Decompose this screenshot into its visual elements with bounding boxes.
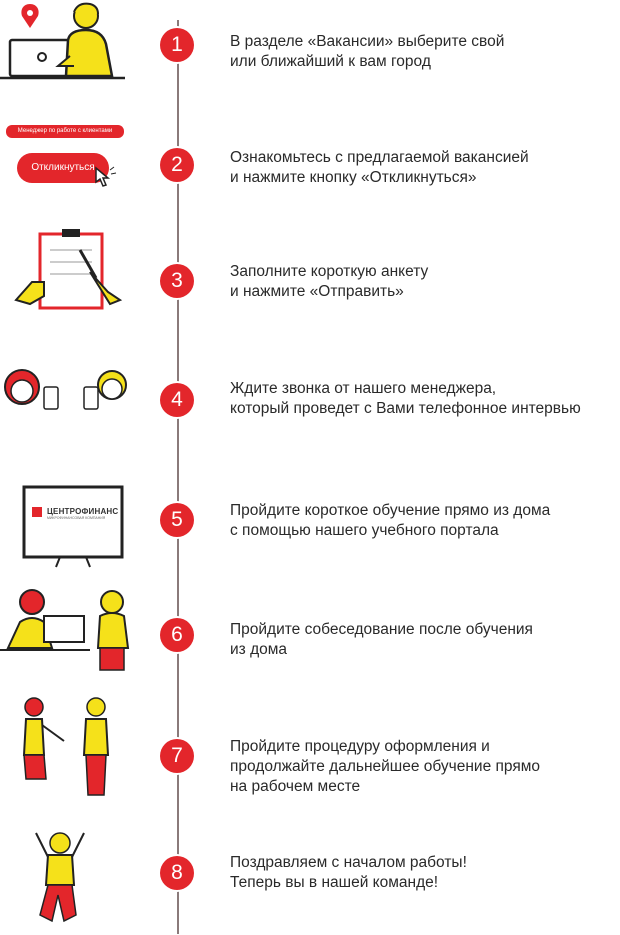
cursor-hand-icon — [95, 166, 117, 187]
step-description: Пройдите собеседование после обучения из… — [230, 621, 533, 658]
step-description: Ознакомьтесь с предлагаемой вакансией и … — [230, 149, 529, 186]
step-8: 8 Поздравляем с началом работы! Теперь в… — [0, 825, 620, 935]
company-logo: ЦЕНТРОФИНАНС МИКРОФИНАНСОВАЯ КОМПАНИЯ — [47, 507, 119, 520]
fill-form-illustration — [0, 220, 150, 330]
step-3: 3 Заполните короткую анкету и нажмите «О… — [0, 220, 620, 330]
city-selection-illustration — [0, 0, 150, 110]
step-2: 2 Ознакомьтесь с предлагаемой вакансией … — [0, 110, 620, 220]
step-number-badge: 4 — [160, 383, 194, 417]
online-training-illustration — [0, 465, 150, 575]
timeline-line — [177, 20, 179, 934]
step-description: Пройдите процедуру оформления и продолжа… — [230, 738, 541, 795]
step-number-badge: 2 — [160, 148, 194, 182]
step-description: Поздравляем с началом работы! Теперь вы … — [230, 854, 467, 891]
step-description: Ждите звонка от нашего менеджера, которы… — [230, 380, 581, 417]
phone-call-illustration — [0, 345, 150, 455]
step-number-badge: 5 — [160, 503, 194, 537]
celebration-illustration — [0, 825, 150, 935]
step-6: 6 Пройдите собеседование после обучения … — [0, 580, 620, 690]
step-description: В разделе «Вакансии» выберите свой или б… — [230, 33, 505, 70]
vacancy-title-pill: Менеджер по работе с клиентами — [6, 125, 124, 138]
interview-illustration — [0, 580, 150, 690]
step-number-badge: 3 — [160, 264, 194, 298]
step-7: 7 Пройдите процедуру оформления и продол… — [0, 695, 620, 805]
step-number-badge: 1 — [160, 28, 194, 62]
step-1: 1 В разделе «Вакансии» выберите свой или… — [0, 0, 620, 110]
step-number-badge: 7 — [160, 739, 194, 773]
step-description: Пройдите короткое обучение прямо из дома… — [230, 502, 551, 539]
apply-button[interactable]: Откликнуться — [17, 153, 109, 183]
onboarding-illustration — [0, 695, 150, 805]
step-number-badge: 8 — [160, 856, 194, 890]
step-description: Заполните короткую анкету и нажмите «Отп… — [230, 263, 429, 300]
step-5: 5 Пройдите короткое обучение прямо из до… — [0, 465, 620, 575]
step-4: 4 Ждите звонка от нашего менеджера, кото… — [0, 345, 620, 455]
step-number-badge: 6 — [160, 618, 194, 652]
